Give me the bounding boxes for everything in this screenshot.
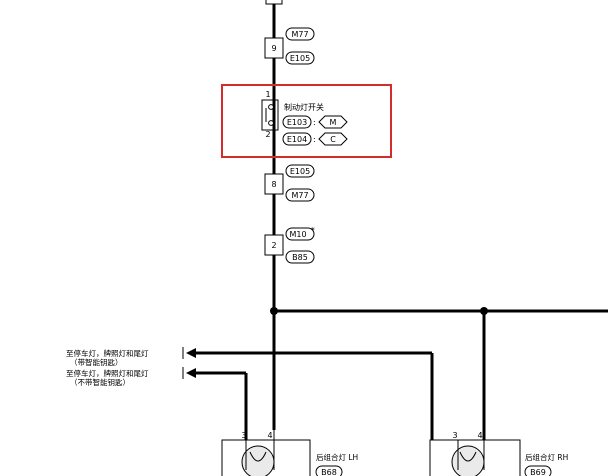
arrow-to-lamps-with-key: 至停车灯，牌照灯和尾灯 （带智能钥匙） (66, 347, 434, 440)
junction-dot (270, 307, 278, 315)
lamp-pin: 3 (241, 431, 246, 440)
connector-8: 8 E105 M77 (264, 164, 315, 202)
lamp-title: 后组合灯 RH (525, 452, 568, 462)
switch-pin-bottom: 2 (265, 130, 270, 139)
connector-mark: * (311, 226, 315, 235)
connector-code: E105 (290, 54, 310, 63)
connector-code: B69 (530, 468, 546, 476)
lamp-pin: 4 (477, 431, 482, 440)
highlight-frame (221, 84, 392, 158)
connector-9: 9 M77 E105 (264, 27, 315, 65)
switch-contact (268, 104, 274, 110)
connector-pill (285, 188, 315, 202)
rear-combination-lamp-rh: 3 4 后组合灯 RH B69 (429, 431, 568, 476)
connector-pill (282, 132, 312, 146)
lamp-title: 后组合灯 LH (316, 452, 358, 462)
pin-box (264, 37, 284, 59)
connector-tag-text: C (330, 135, 336, 144)
brake-lamp-switch: 1 2 制动灯开关 E103 : M E104 : C (261, 90, 348, 146)
pin-number: 8 (271, 180, 276, 189)
arrow-to-lamps-without-key: 至停车灯，牌照灯和尾灯 （不带智能钥匙） (66, 367, 248, 440)
separator: : (313, 135, 316, 144)
connector-tag-text: M (330, 118, 337, 127)
arrow-label-sub: （不带智能钥匙） (70, 377, 130, 387)
connector-pill (285, 250, 315, 264)
connector-code: E105 (290, 167, 310, 176)
connector-pill (285, 51, 315, 65)
rear-combination-lamp-lh: 3 4 后组合灯 LH B68 (221, 430, 358, 476)
arrow-label-sub: （带智能钥匙） (70, 357, 123, 367)
connector-pill (285, 164, 315, 178)
connector-code: B85 (292, 253, 308, 262)
top-partial-box (265, 0, 283, 5)
pin-number: 2 (271, 241, 276, 250)
connector-pill (285, 227, 315, 241)
lamp-pin: 4 (267, 431, 272, 440)
connector-2: 2 M10 * B85 (264, 226, 315, 264)
switch-pin-top: 1 (265, 90, 270, 99)
lamp-pin: 3 (452, 431, 457, 440)
connector-pill (524, 465, 552, 476)
connector-tag (318, 115, 348, 129)
switch-contact (268, 120, 274, 126)
switch-title: 制动灯开关 (284, 102, 324, 112)
connector-code: B68 (321, 468, 337, 476)
connector-pill (315, 465, 343, 476)
arrow-label: 至停车灯，牌照灯和尾灯 (66, 368, 149, 378)
connector-code: M10 (289, 230, 306, 239)
pin-number: 9 (271, 44, 276, 53)
connector-pill (285, 27, 315, 41)
connector-code: M77 (291, 30, 308, 39)
filament (249, 451, 267, 462)
connector-code: M77 (291, 191, 308, 200)
arrow-head-icon (186, 348, 196, 358)
pin-box (264, 173, 284, 195)
separator: : (313, 118, 316, 127)
connector-code: E103 (287, 118, 307, 127)
connector-code: E104 (287, 135, 307, 144)
pin-box (264, 234, 284, 256)
connector-tag (318, 132, 348, 146)
filament (459, 451, 477, 462)
arrow-label: 至停车灯，牌照灯和尾灯 (66, 348, 149, 358)
connector-pill (282, 115, 312, 129)
arrow-head-icon (186, 368, 196, 378)
